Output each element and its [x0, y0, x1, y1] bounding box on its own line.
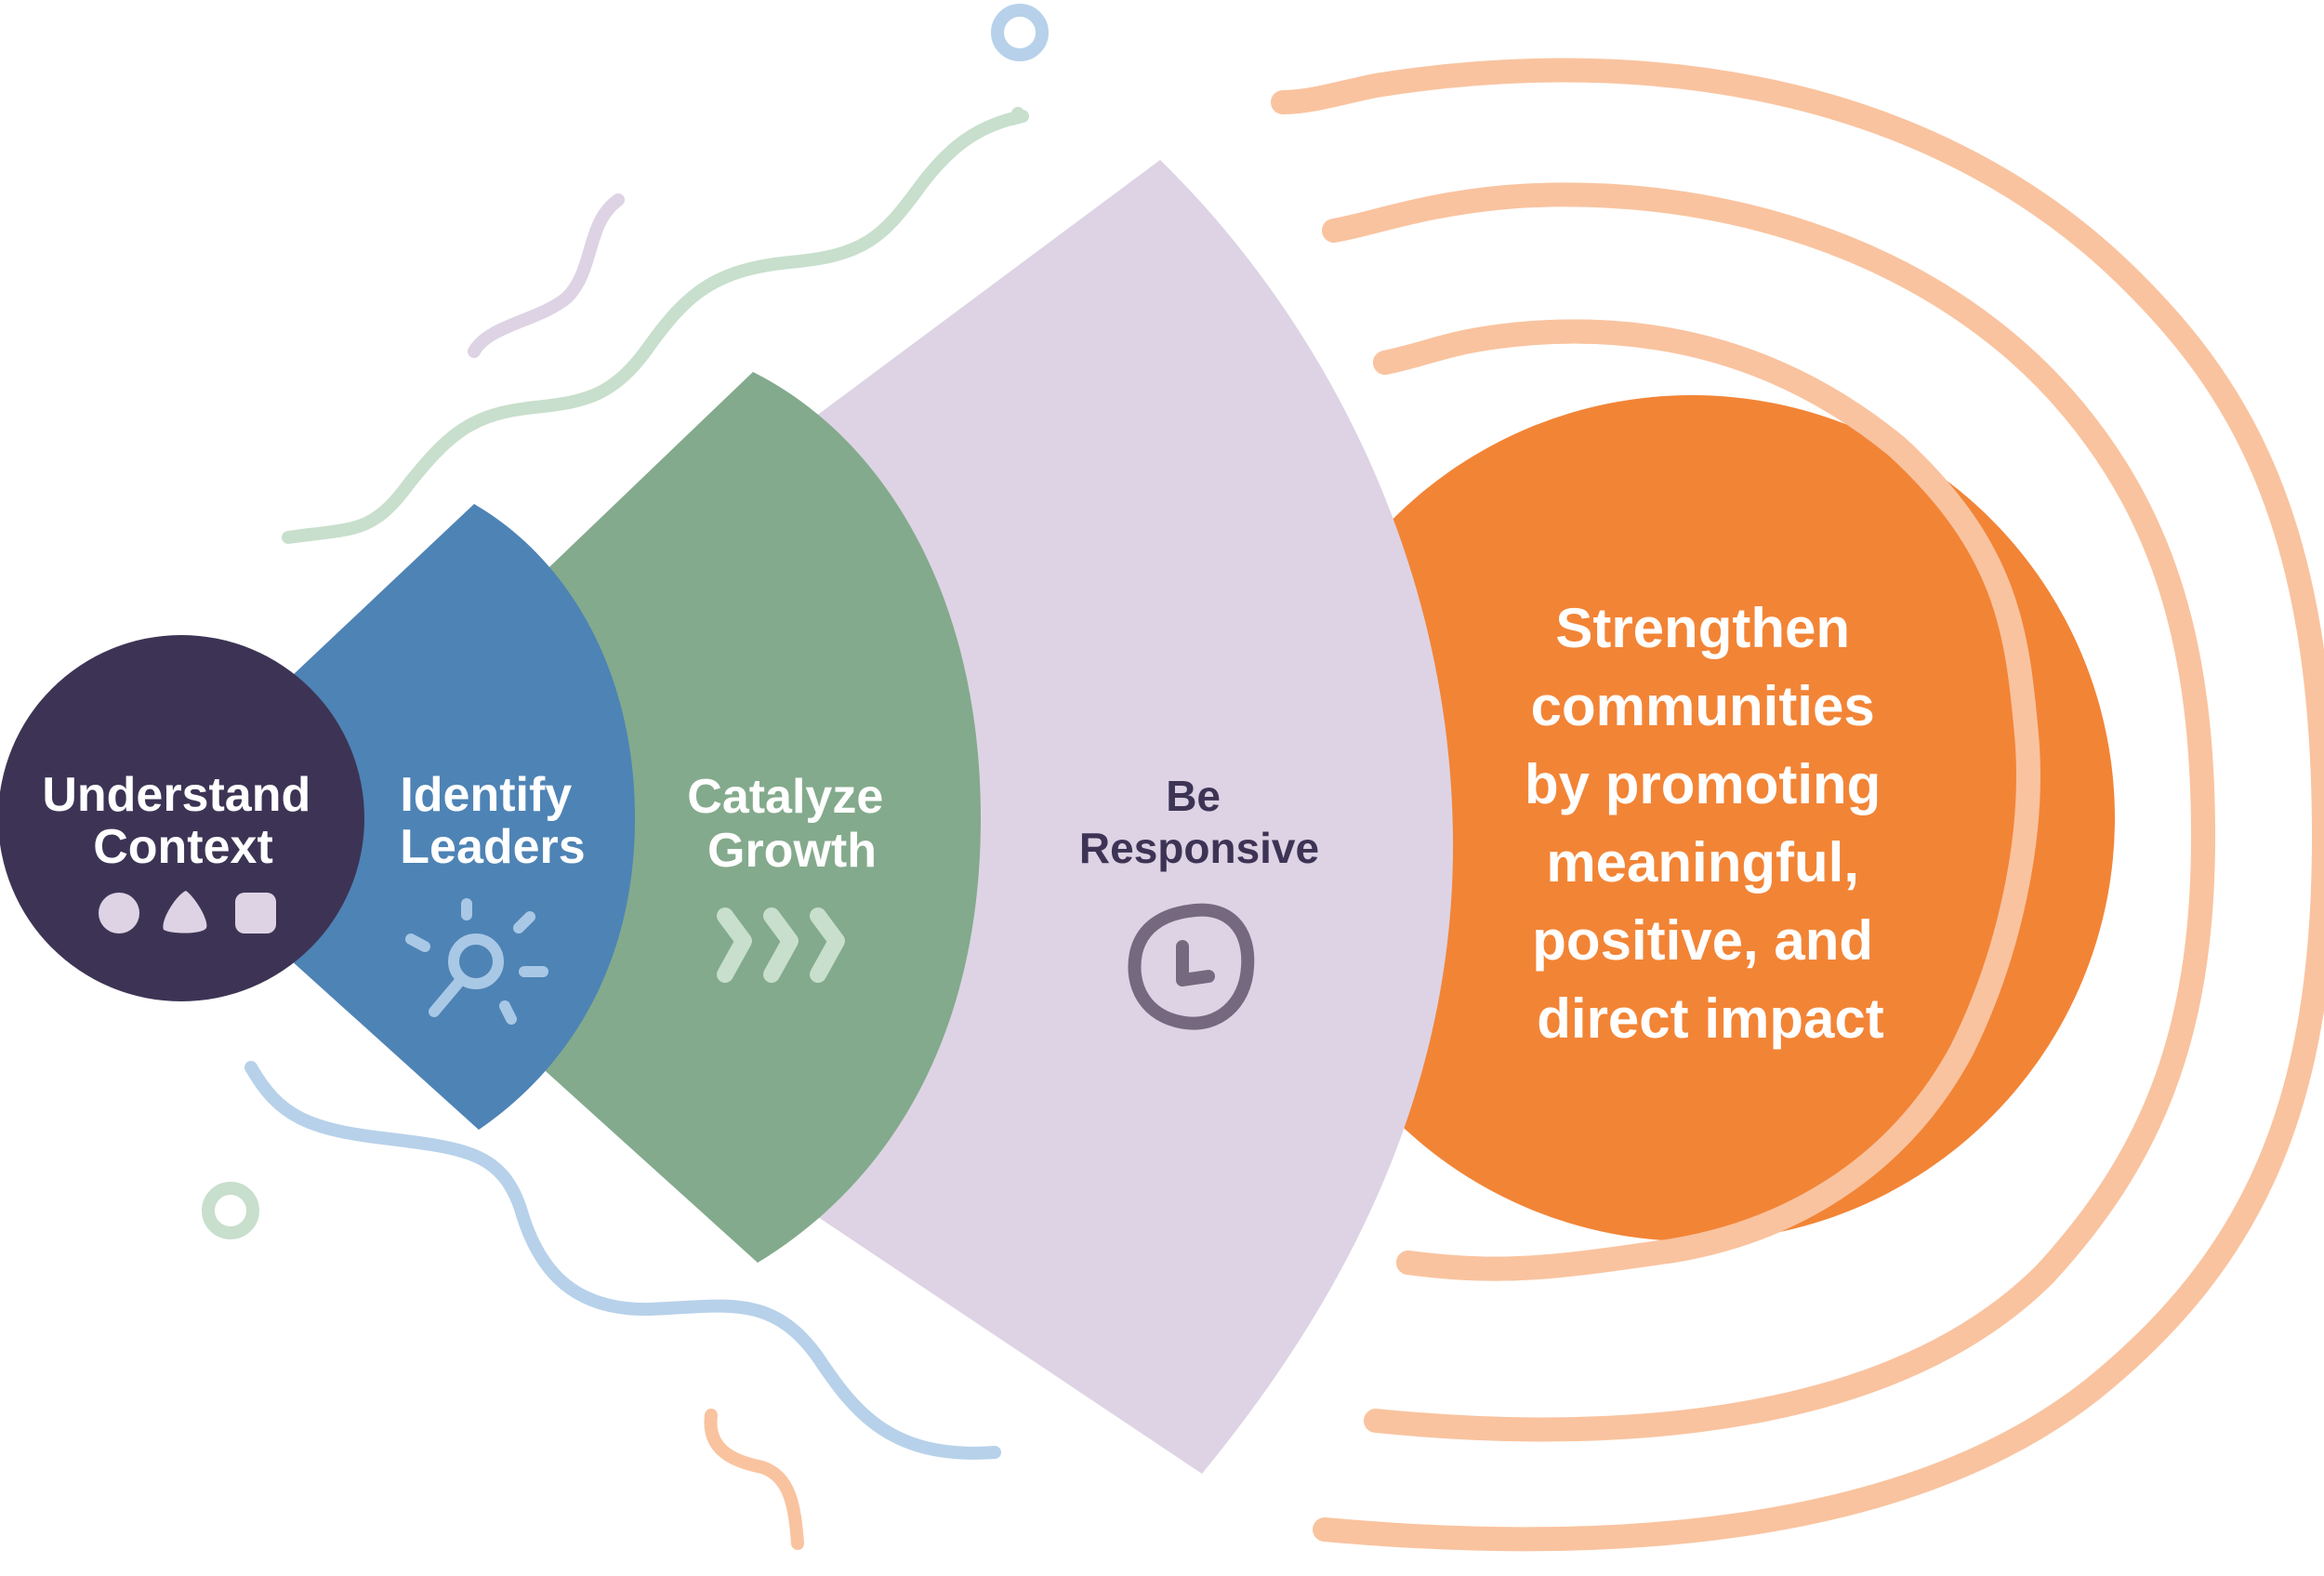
green-ring — [208, 1188, 253, 1233]
identify-label-line-2: Leaders — [400, 820, 585, 874]
understand-label-line-2: Context — [93, 820, 273, 874]
responsive-label-line-1: Be — [1166, 772, 1221, 820]
goal-line-4: meaningful, — [1546, 831, 1859, 894]
spark-top-right — [519, 917, 530, 928]
shape-square — [235, 893, 276, 934]
svg-text:Identify Leaders: Identify Leaders — [400, 768, 585, 874]
responsive-label-line-2: Responsive — [1079, 824, 1319, 872]
catalyze-label-line-1: Catalyze — [687, 770, 883, 824]
orange-squiggle-small — [710, 1415, 798, 1543]
blue-ring — [997, 10, 1042, 55]
shapes-icon — [99, 891, 276, 934]
goal-line-5: positive, and — [1532, 909, 1873, 972]
goal-line-2: communities — [1531, 675, 1875, 737]
shape-circle — [99, 893, 139, 934]
purple-squiggle — [474, 200, 618, 351]
goal-line-6: direct impact — [1537, 987, 1883, 1050]
goal-line-3: by promoting — [1525, 753, 1881, 815]
spark-left — [411, 939, 425, 947]
goal-line-1: Strengthen — [1555, 597, 1850, 659]
catalyze-label-line-2: Growth — [707, 824, 877, 878]
svg-text:Catalyze Growth: Catalyze Growth — [687, 770, 896, 878]
understand-label-line-1: Understand — [42, 768, 310, 822]
spark-bottom — [505, 1006, 511, 1019]
identify-label-line-1: Identify — [400, 768, 572, 822]
